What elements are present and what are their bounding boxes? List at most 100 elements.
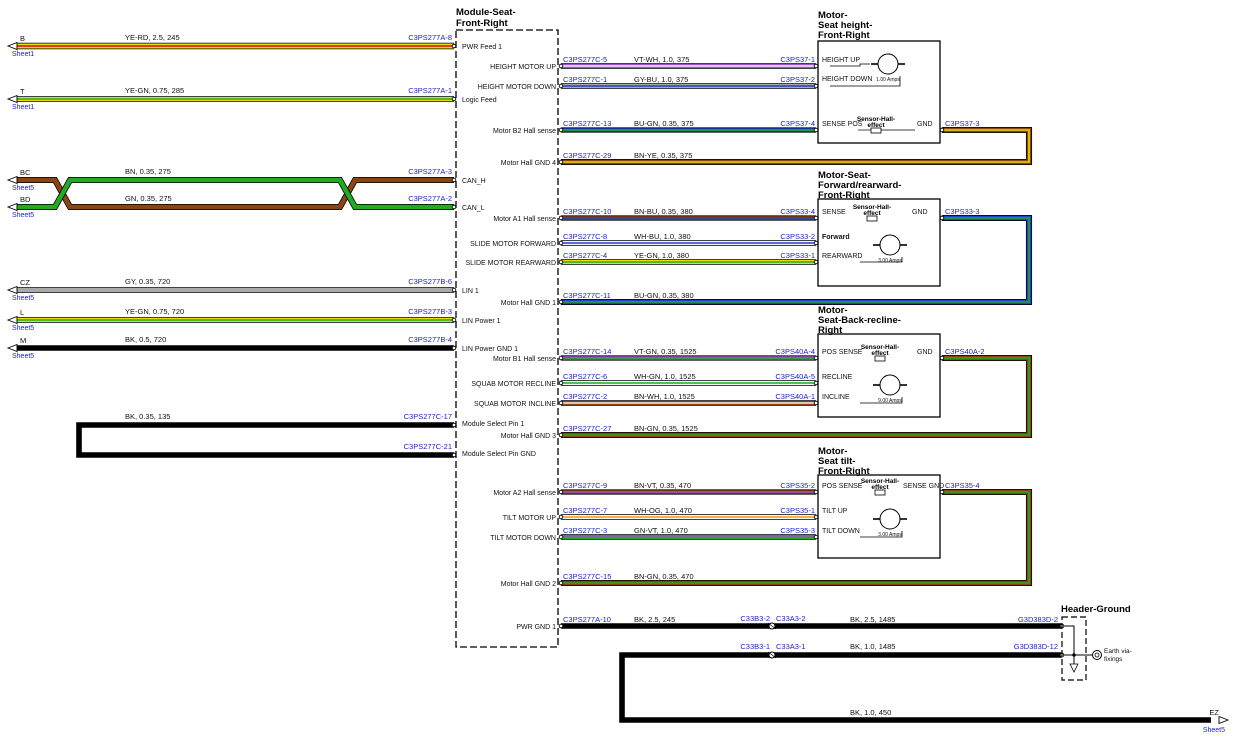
motor-pin-label: GND [917, 121, 933, 128]
right-wire-connector: C3PS277C-2 [563, 392, 607, 401]
ground-connector-2: G3D383D-2 [1018, 615, 1058, 624]
motor-title-line2: Seat-Back-recline- [818, 315, 901, 326]
left-wire-end-dot [451, 177, 457, 183]
motor-pin-label: SENSE GND [903, 483, 944, 490]
module-select-loop-outline [76, 422, 454, 458]
right-wire-start-dot [558, 400, 564, 406]
module-select-pin-2: Module Select Pin GND [462, 451, 536, 458]
right-return-wire [561, 488, 1033, 587]
left-terminal-label: CZ [20, 278, 30, 287]
header-ground-arrow [1069, 663, 1079, 673]
motor-gnd-connector: C3PS35-4 [945, 481, 980, 490]
left-wire-BD [17, 176, 454, 211]
module-pin-label: PWR Feed 1 [462, 44, 502, 51]
hall-sensor-3-label2: effect [871, 484, 889, 491]
module-pin-label: Motor A1 Hall sense [493, 216, 556, 223]
left-wire-connector: C3PS277A-1 [408, 86, 452, 95]
left-wire-connector: C3PS277B-3 [408, 307, 452, 316]
left-terminal-arrow [6, 285, 18, 295]
right-wire-end-dot [813, 380, 819, 386]
ez-terminal-arrow [1218, 715, 1230, 725]
left-sheet-ref: Sheet5 [12, 295, 34, 302]
right-return-wire-stripe [561, 129, 1030, 163]
right-wire-connector: C3PS277C-8 [563, 232, 607, 241]
right-wire-start-dot [558, 215, 564, 221]
right-wire-start-dot [558, 240, 564, 246]
module-pin-label: Motor Hall GND 2 [501, 581, 556, 588]
right-wire-connector-2: C3PS33-1 [780, 251, 815, 260]
right-wire-connector-2: C3PS40A-1 [775, 392, 815, 401]
module-pin-label: SQUAB MOTOR INCLINE [474, 401, 556, 408]
right-return-wire-stripe [561, 491, 1030, 584]
ground-wire-loop-outline [619, 652, 1211, 723]
right-wire-spec: BN-GN, 0.35, 1525 [634, 424, 698, 433]
right-wire-end-dot [813, 259, 819, 265]
module-box [455, 29, 559, 648]
inline-connector-label: C33A3-1 [776, 642, 806, 651]
left-wire-spec: BN, 0.35, 275 [125, 167, 171, 176]
module-pin-label: CAN_L [462, 205, 485, 212]
left-wire-BC-main [17, 177, 454, 210]
left-wire-spec: YE-RD, 2.5, 245 [125, 33, 180, 42]
motor-0-symbol-circle [877, 53, 899, 75]
left-terminal-label: BC [20, 168, 31, 177]
motor-1-symbol-circle [879, 234, 901, 256]
right-wire-start-dot [558, 380, 564, 386]
right-wire-start-dot [558, 534, 564, 540]
left-wire-spec: YE-GN, 0.75, 285 [125, 86, 184, 95]
left-sheet-ref: Sheet5 [12, 212, 34, 219]
left-wire-end-dot [451, 287, 457, 293]
module-select-spec: BK, 0.35, 135 [125, 412, 170, 421]
right-wire-connector-2: C3PS35-1 [780, 506, 815, 515]
right-return-wire-outline [561, 126, 1033, 166]
module-pin-label: Motor B1 Hall sense [493, 356, 556, 363]
ground-wire-spec-4: BK, 1.0, 450 [850, 708, 891, 717]
right-wire-end-dot [813, 83, 819, 89]
module-pin-label: Motor Hall GND 1 [501, 300, 556, 307]
right-wire-start-dot [558, 355, 564, 361]
left-wire-spec: YE-GN, 0.75, 720 [125, 307, 184, 316]
motor-2-wire [860, 397, 903, 404]
right-wire-start-dot [558, 83, 564, 89]
right-wire-spec: BU-GN, 0.35, 375 [634, 119, 694, 128]
header-internal [1064, 625, 1075, 655]
left-wire-BD-main [17, 177, 454, 210]
motor-title-line3: Right [818, 325, 843, 336]
motor-pin-label: HEIGHT UP [822, 57, 860, 64]
motor-title-line1: Motor- [818, 10, 848, 21]
left-terminal-label: M [20, 336, 26, 345]
right-wire-spec: VT-GN, 0.35, 1525 [634, 347, 697, 356]
left-sheet-ref: Sheet1 [12, 104, 34, 111]
left-wire-spec: GY, 0.35, 720 [125, 277, 170, 286]
right-wire-end-dot [813, 355, 819, 361]
motor-title-line1: Motor- [818, 305, 848, 316]
motor-pin-label: SENSE [822, 209, 846, 216]
right-wire-end-dot [813, 127, 819, 133]
inline-connector-label: C33B3-1 [740, 642, 770, 651]
left-terminal-label: L [20, 308, 24, 317]
left-wire-connector: C3PS277A-3 [408, 167, 452, 176]
motor-0-symbol-amps: 1.00 Amps [876, 77, 900, 83]
motor-pin-label: SENSE POS [822, 121, 863, 128]
motor-pin-label: POS SENSE [822, 483, 863, 490]
motor-title-line2: Seat tilt- [818, 456, 855, 467]
right-wire-start-dot [558, 159, 564, 165]
module-pin-label: TILT MOTOR DOWN [490, 535, 556, 542]
right-wire-spec: YE-GN, 1.0, 380 [634, 251, 689, 260]
earth-label-2: fixings [1104, 656, 1123, 663]
module-select-connector-1: C3PS277C-17 [404, 412, 452, 421]
hall-sensor-2-element [874, 355, 886, 362]
left-sheet-ref: Sheet5 [12, 185, 34, 192]
right-wire-connector-2: C3PS35-2 [780, 481, 815, 490]
right-wire-start-dot [558, 127, 564, 133]
hall-sensor-3-label1: Sensor-Hall- [861, 478, 899, 485]
right-wire-spec: BU-GN, 0.35, 380 [634, 291, 694, 300]
left-wire-end-dot [451, 43, 457, 49]
left-wire-BC [17, 176, 454, 211]
motor-title-line1: Motor-Seat- [818, 170, 871, 181]
right-wire-connector-2: C3PS40A-5 [775, 372, 815, 381]
ground-connector-1: C3PS277A-10 [563, 615, 611, 624]
motor-0-wire [830, 63, 870, 67]
right-wire-connector: C3PS277C-6 [563, 372, 607, 381]
motor-title-line2: Forward/rearward- [818, 180, 901, 191]
